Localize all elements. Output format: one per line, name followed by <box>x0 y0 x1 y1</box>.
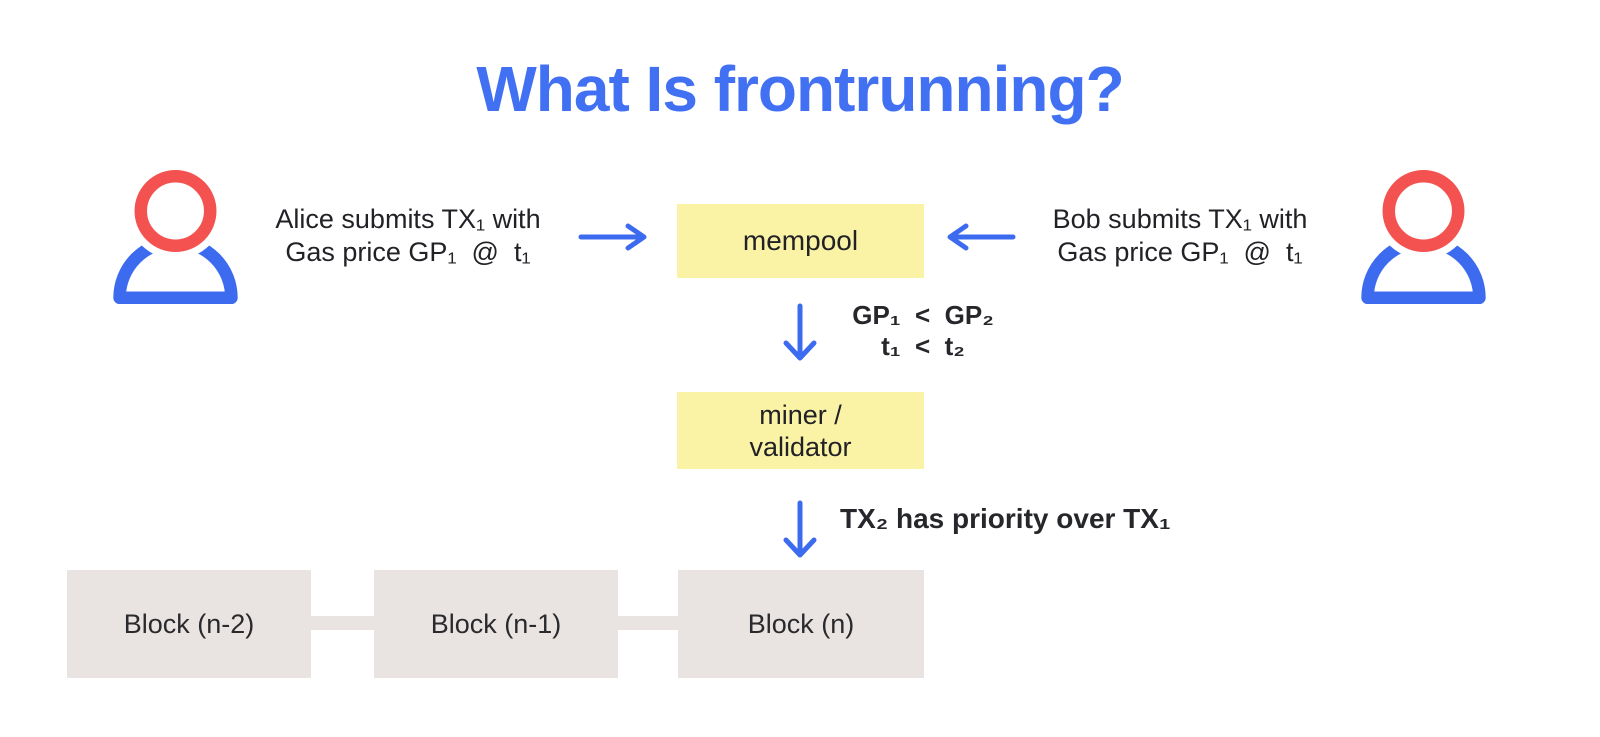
block-n-label: Block (n) <box>747 608 855 639</box>
arrow-down-icon <box>783 500 817 558</box>
arrow-left-icon <box>947 223 1016 251</box>
block-n-1: Block (n-1) <box>374 570 618 678</box>
block-connector <box>311 616 374 630</box>
block-n-2-label: Block (n-2) <box>123 608 255 639</box>
block-n-1-label: Block (n-1) <box>430 608 562 639</box>
arrow-down-icon <box>783 303 817 361</box>
miner-validator-line2: validator <box>749 431 852 462</box>
bob-submission-line2: Gas price GP₁ @ t₁ <box>1057 237 1303 267</box>
block-n: Block (n) <box>678 570 924 678</box>
gas-price-comparison-text: GP₁ < GP₂ t₁ < t₂ <box>838 300 1008 362</box>
miner-validator-line1: miner / <box>759 399 842 430</box>
miner-validator-box: miner / validator <box>677 392 924 469</box>
mempool-label: mempool <box>742 225 859 256</box>
gas-price-comparison-line2: t₁ < t₂ <box>881 331 965 361</box>
gas-price-comparison-line1: GP₁ < GP₂ <box>852 300 994 330</box>
alice-submission-line1: Alice submits TX₁ with <box>275 204 541 234</box>
alice-submission-text: Alice submits TX₁ with Gas price GP₁ @ t… <box>233 203 583 269</box>
block-connector <box>618 616 678 630</box>
alice-submission-line2: Gas price GP₁ @ t₁ <box>285 237 531 267</box>
mempool-box: mempool <box>677 204 924 278</box>
bob-submission-text: Bob submits TX₁ with Gas price GP₁ @ t₁ <box>1005 203 1355 269</box>
arrow-right-icon <box>578 223 647 251</box>
page-title: What Is frontrunning? <box>476 53 1124 125</box>
person-bob-icon <box>1361 168 1486 305</box>
block-n-2: Block (n-2) <box>67 570 311 678</box>
bob-submission-line1: Bob submits TX₁ with <box>1052 204 1308 234</box>
priority-text: TX₂ has priority over TX₁ <box>840 503 1171 534</box>
person-alice-icon <box>113 168 238 305</box>
